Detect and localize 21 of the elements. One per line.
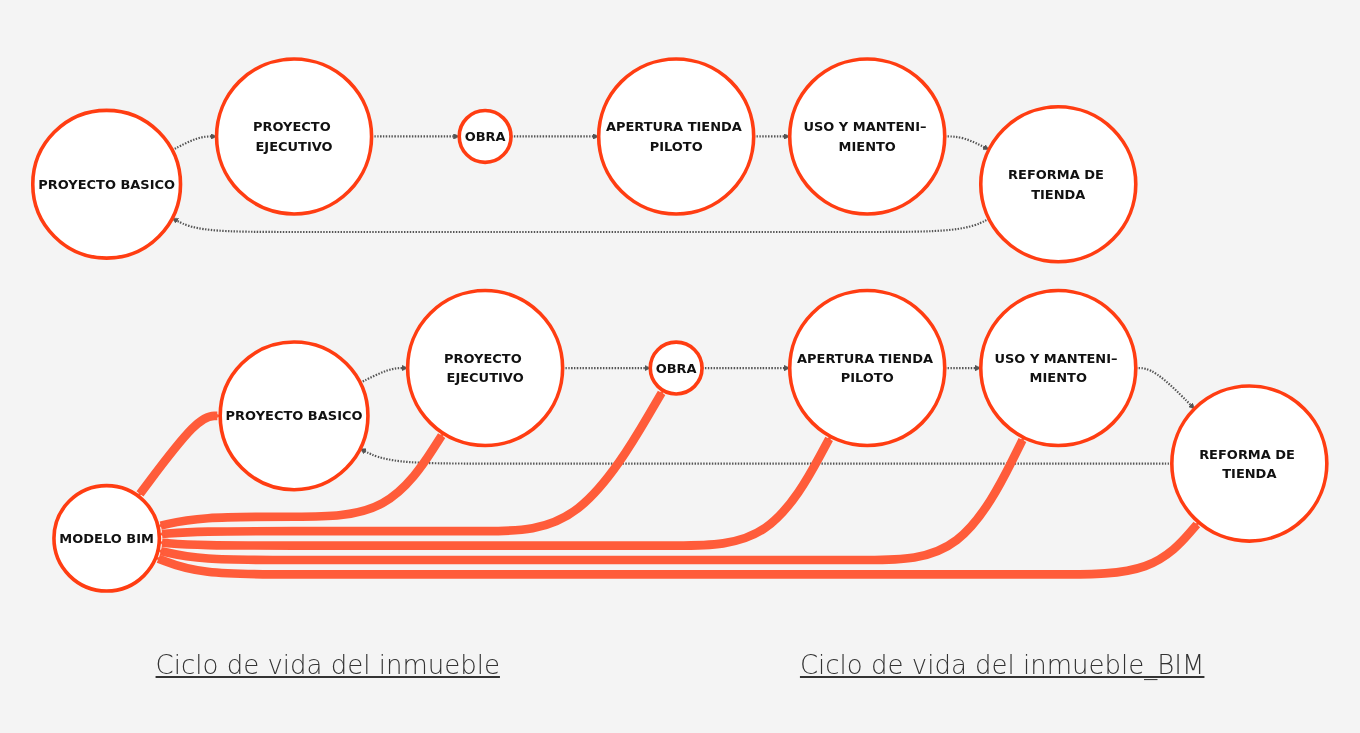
diagram-caption: Ciclo de vida del inmueble_BIM xyxy=(799,650,1205,680)
node-circle: APERTURA TIENDA PILOTO xyxy=(597,57,756,216)
node-circle: MODELO BIM xyxy=(52,483,162,593)
node-circle: OBRA xyxy=(648,340,705,396)
arrow xyxy=(155,521,1201,579)
arrow xyxy=(172,217,990,234)
node-circle: OBRA xyxy=(457,108,513,165)
node-circle: PROYECTO BASICO xyxy=(218,340,370,492)
arrow xyxy=(158,437,1027,565)
node-circle: REFORMA DE TIENDA xyxy=(1170,384,1329,543)
node-circle: USO Y MANTENI– MIENTO xyxy=(979,288,1138,448)
arrow xyxy=(159,390,666,539)
diagram-caption: Ciclo de vida del inmueble xyxy=(155,650,500,680)
node-circle: PROYECTO EJECUTIVO xyxy=(406,288,565,448)
node-circle: REFORMA DE TIENDA xyxy=(979,104,1138,264)
node-circle: APERTURA TIENDA PILOTO xyxy=(788,288,947,448)
arrow xyxy=(1136,366,1195,410)
node-circle: USO Y MANTENI– MIENTO xyxy=(788,57,947,216)
node-circle: PROYECTO BASICO xyxy=(31,108,183,260)
arrow xyxy=(158,432,446,530)
node-circle: PROYECTO EJECUTIVO xyxy=(214,57,374,216)
